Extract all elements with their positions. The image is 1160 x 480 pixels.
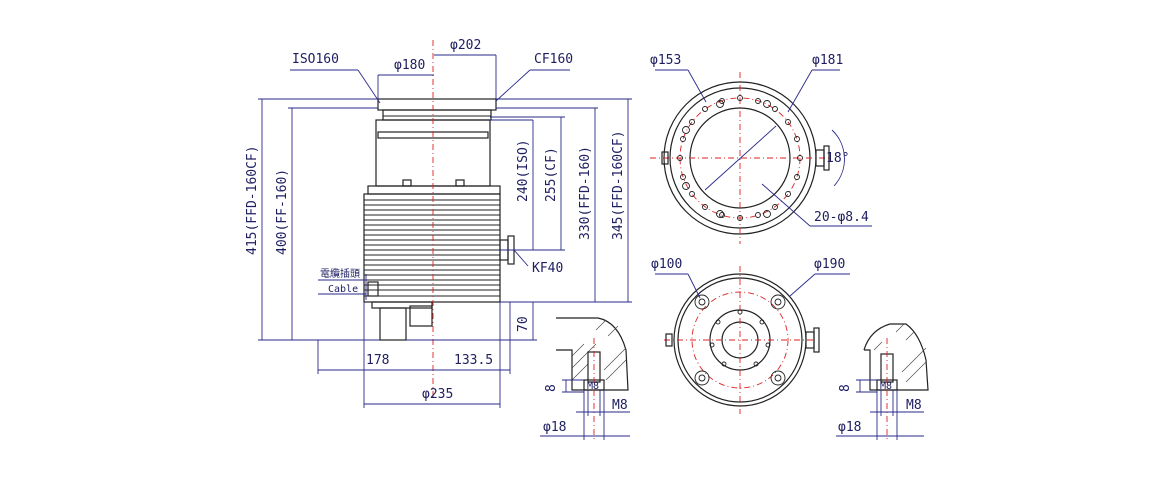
label-h400: 400(FF-160)	[275, 169, 290, 255]
label-phi190: φ190	[814, 257, 845, 272]
label-phi18-right: φ18	[838, 420, 861, 435]
label-cable-cn: 電纜插頭	[320, 267, 360, 280]
label-h240: 240(ISO)	[516, 139, 531, 202]
left-bolt-detail	[540, 317, 630, 440]
pump-base	[379, 307, 407, 341]
cable-connector	[367, 281, 379, 297]
label-kf40: KF40	[532, 261, 563, 276]
label-w178: 178	[366, 353, 389, 368]
label-h330: 330(FFD-160)	[578, 146, 593, 240]
right-bolt-detail	[836, 323, 929, 440]
label-cf160: CF160	[534, 52, 573, 67]
label-eight-right: 8	[838, 384, 853, 392]
label-cable-en: Cable	[328, 284, 358, 295]
top-view	[650, 69, 872, 244]
label-h70: 70	[516, 316, 531, 332]
label-phi202: φ202	[450, 38, 481, 53]
label-angle18: 18°	[826, 151, 849, 166]
label-phi181: φ181	[812, 53, 843, 68]
bolt-marking-left: M8	[587, 381, 599, 392]
label-w133: 133.5	[454, 353, 493, 368]
bolt-holes	[677, 95, 803, 221]
label-phi100: φ100	[651, 257, 682, 272]
label-phi153: φ153	[650, 53, 681, 68]
label-h255: 255(CF)	[544, 147, 559, 202]
label-eight-left: 8	[544, 384, 559, 392]
label-phi180: φ180	[394, 58, 425, 73]
label-h415: 415(FFD-160CF)	[245, 145, 260, 255]
bottom-view	[655, 266, 850, 414]
label-iso160: ISO160	[292, 52, 339, 67]
bolt-marking-right: M8	[880, 381, 892, 392]
label-h345: 345(FFD-160CF)	[611, 130, 626, 240]
side-view	[363, 40, 515, 400]
label-m8-left: M8	[612, 398, 628, 413]
cooling-fins	[364, 199, 500, 297]
label-phi18-left: φ18	[543, 420, 566, 435]
label-m8-right: M8	[906, 398, 922, 413]
side-dimensions	[258, 54, 632, 408]
label-holes: 20-φ8.4	[814, 210, 869, 225]
top-flange	[377, 98, 497, 111]
label-phi235: φ235	[422, 387, 453, 402]
